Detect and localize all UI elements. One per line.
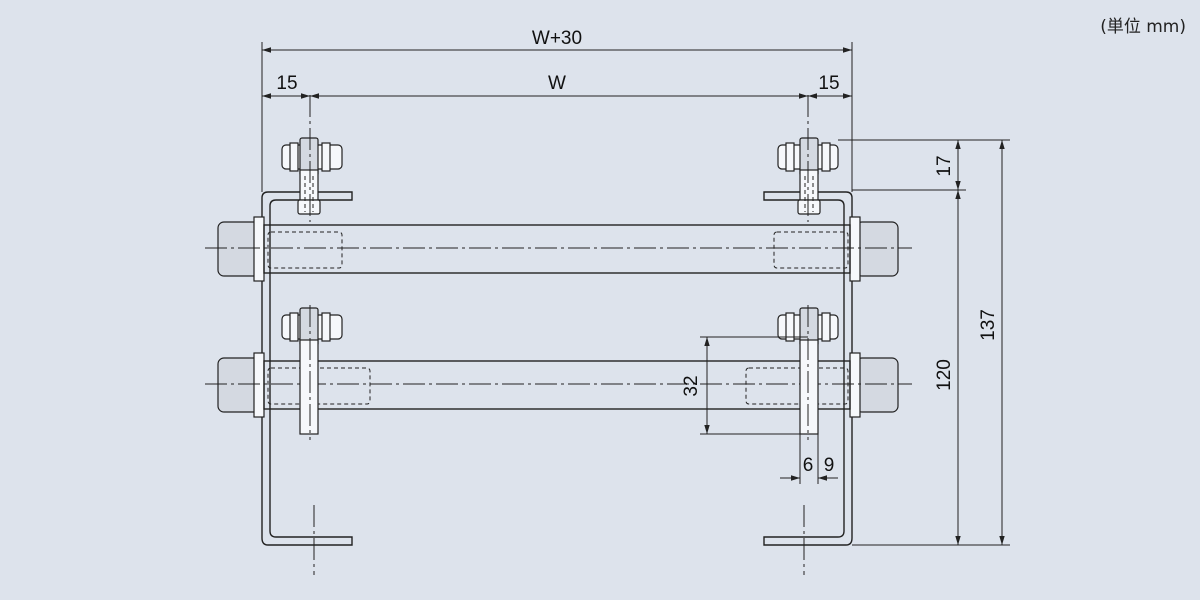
dimension-frame-height: 120	[934, 190, 961, 545]
label-offset-right: 15	[818, 73, 839, 94]
hanger-bolt-right	[777, 95, 839, 222]
label-overall-width: W+30	[532, 28, 582, 49]
label-inner-width: W	[548, 73, 566, 94]
hanger-bolt-left	[281, 95, 343, 222]
label-roller-gap: 32	[681, 375, 702, 396]
lower-roller	[205, 352, 912, 418]
label-bolt-offset-a: 6	[803, 455, 814, 476]
bottom-center-lines	[313, 505, 805, 575]
label-offset-left: 15	[276, 73, 297, 94]
label-bolt-offset-b: 9	[824, 455, 835, 476]
upper-roller	[205, 216, 912, 282]
dimension-roller-gap: 32	[681, 336, 808, 435]
label-total-height: 137	[978, 309, 999, 341]
label-frame-height: 120	[934, 359, 955, 391]
dimension-hanger-height: 17	[852, 140, 966, 191]
dimension-bolt-offset: 6 9	[780, 434, 838, 484]
label-hanger-height: 17	[934, 155, 955, 176]
lower-bracket-right	[777, 305, 839, 440]
dimension-total-height: 137	[838, 139, 1010, 546]
dimension-overall-width: W+30	[261, 28, 853, 192]
unit-note: (単位 mm)	[1100, 17, 1186, 37]
lower-bracket-left	[281, 305, 343, 440]
side-frame	[261, 191, 853, 546]
dimension-inner-width: W 15 15	[262, 73, 852, 99]
